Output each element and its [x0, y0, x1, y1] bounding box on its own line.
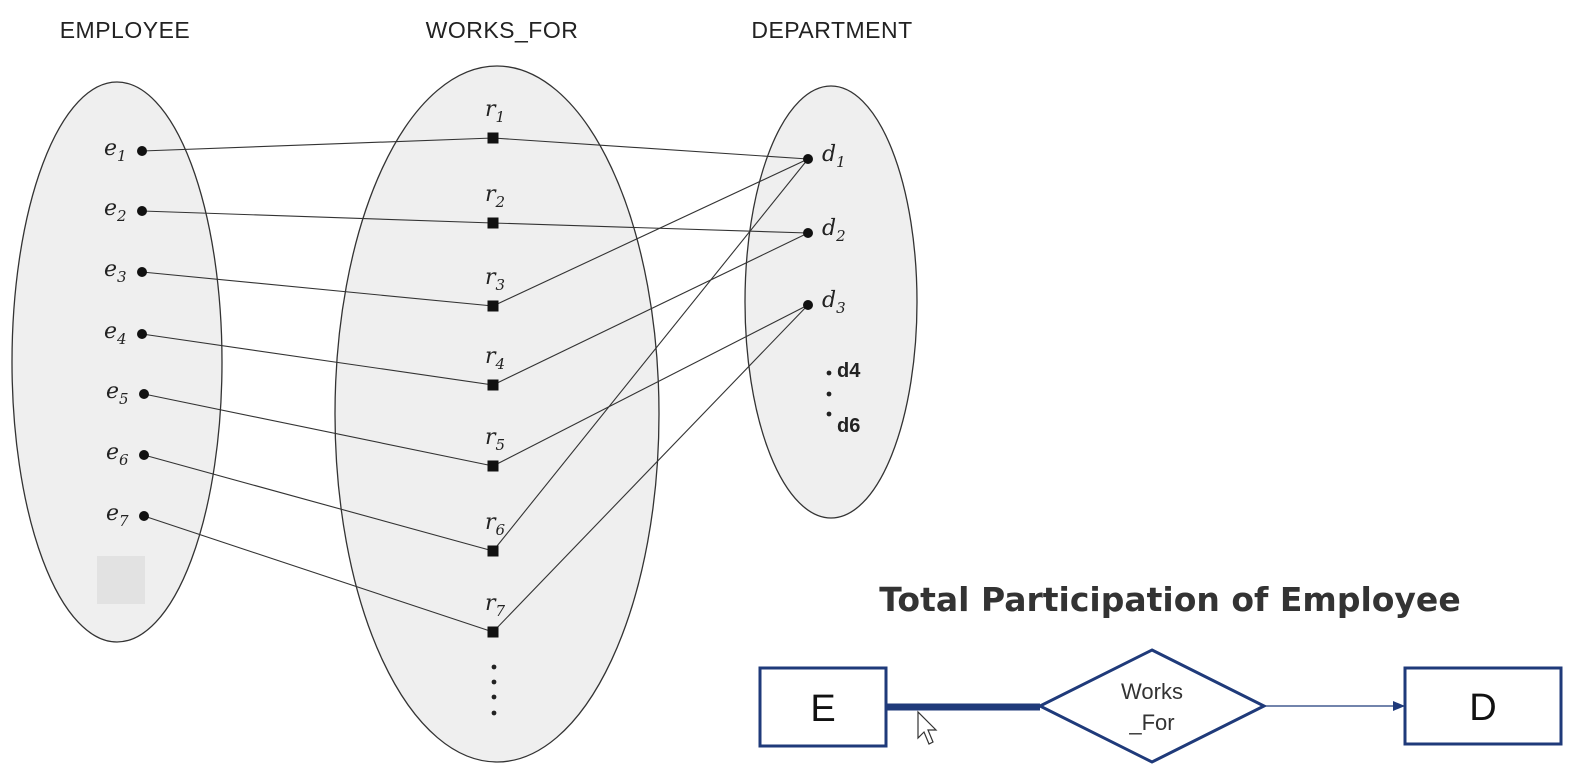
er-heading: Total Participation of Employee	[879, 580, 1460, 619]
employee-relationship-link	[143, 393, 494, 467]
relationship-label-r7: r7	[485, 591, 506, 620]
entity-points	[137, 132, 813, 638]
department-label-d2: d2	[822, 216, 846, 245]
works-for-set-ellipse	[334, 65, 660, 763]
continuation-dot	[491, 664, 497, 670]
employee-point-e1	[137, 146, 147, 156]
department-set-ellipse	[744, 85, 918, 519]
relationship-department-link	[492, 158, 809, 552]
employee-relationship-link	[141, 210, 494, 224]
continuation-dot	[491, 679, 497, 685]
employee-point-e3	[137, 267, 147, 277]
d6-dot	[826, 411, 832, 417]
department-point-d3	[803, 300, 813, 310]
d4-dot	[826, 370, 832, 376]
connection-lines	[141, 137, 809, 633]
entity-labels: e1 e2 e3 e4 e5 e6 e7 r1 r2 r3 r4 r5 r6 r7 d1 d2 d3	[104, 97, 846, 620]
department-label-d1: d1	[822, 142, 846, 171]
relationship-label-r6: r6	[485, 510, 506, 539]
relationship-department-link	[492, 232, 809, 386]
relationship-label-line1: Works	[1121, 679, 1183, 704]
continuation-dot	[491, 710, 497, 716]
relationship-point-r4	[487, 379, 499, 391]
entity-d-label: D	[1469, 687, 1496, 729]
employee-set-title: EMPLOYEE	[60, 17, 191, 43]
relationship-label-r5: r5	[485, 425, 505, 454]
relationship-label-r4: r4	[485, 344, 505, 373]
d4-label: d4	[837, 360, 861, 382]
relationship-point-r5	[487, 460, 499, 472]
employee-point-e7	[139, 511, 149, 521]
mouse-cursor-icon	[917, 710, 938, 745]
employee-relationship-link	[143, 454, 494, 552]
employee-point-e2	[137, 206, 147, 216]
employee-point-e6	[139, 450, 149, 460]
employee-label-e2: e2	[104, 196, 127, 225]
department-point-d2	[803, 228, 813, 238]
entity-e-box	[758, 666, 888, 748]
employee-set-ellipse	[11, 81, 223, 643]
relationship-point-r7	[487, 626, 499, 638]
placeholder-block	[97, 556, 145, 604]
employee-label-e7: e7	[106, 501, 129, 530]
employee-label-e1: e1	[104, 136, 127, 165]
employee-point-e4	[137, 329, 147, 339]
department-label-d3: d3	[822, 288, 846, 317]
relationship-point-r1	[487, 132, 499, 144]
employee-label-e3: e3	[104, 257, 127, 286]
d6-label: d6	[837, 415, 860, 437]
relationship-point-r6	[487, 545, 499, 557]
entity-d-box	[1403, 666, 1563, 746]
relationship-label-r2: r2	[485, 182, 505, 211]
works-for-set-title: WORKS_FOR	[426, 17, 579, 43]
relationship-department-link	[492, 222, 809, 234]
relationship-department-link	[492, 304, 809, 633]
relationship-department-link	[492, 158, 809, 307]
department-point-d1	[803, 154, 813, 164]
relationship-point-r3	[487, 300, 499, 312]
continuation-dot	[491, 694, 497, 700]
relationship-department-link	[492, 304, 809, 467]
ellipsis-dot	[826, 391, 832, 397]
relationship-diamond	[1036, 648, 1268, 764]
relationship-label-r1: r1	[485, 97, 505, 126]
entity-e-label: E	[810, 688, 835, 730]
employee-relationship-link	[141, 271, 494, 307]
relationship-label-line2: _For	[1128, 710, 1174, 735]
department-set-title: DEPARTMENT	[751, 17, 912, 43]
employee-relationship-link	[143, 515, 494, 633]
relationship-label-r3: r3	[485, 265, 505, 294]
employee-label-e6: e6	[106, 440, 129, 469]
employee-point-e5	[139, 389, 149, 399]
employee-label-e4: e4	[104, 319, 127, 348]
employee-label-e5: e5	[106, 379, 129, 408]
relationship-department-link	[492, 137, 809, 160]
relationship-point-r2	[487, 217, 499, 229]
employee-relationship-link	[141, 137, 494, 152]
employee-relationship-link	[141, 333, 494, 386]
